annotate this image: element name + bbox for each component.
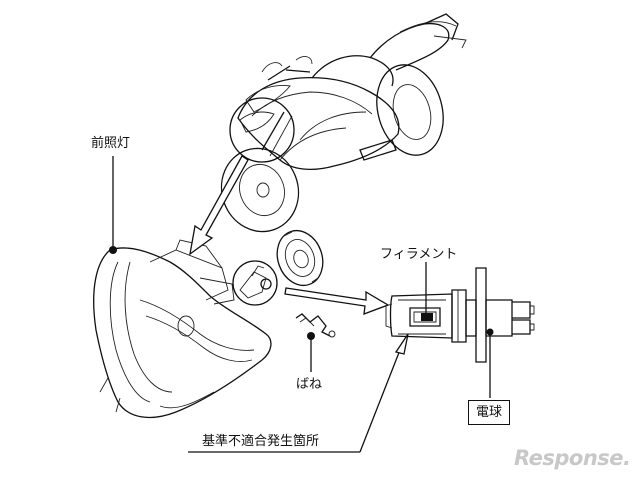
- spring-illustration: [295, 313, 336, 338]
- filament-leader-dot: [423, 313, 429, 319]
- headlight-assembly-illustration: [93, 239, 272, 419]
- nonconformity-label: 基準不適合発生箇所: [202, 434, 320, 449]
- bulb-socket-illustration: [232, 229, 324, 306]
- arrow-circle-to-headlight: [189, 155, 249, 256]
- arrow-bulb-to-detail: [284, 287, 390, 315]
- filament-label: フィラメント: [380, 247, 458, 262]
- bulb-label: 電球: [468, 400, 511, 425]
- spring-label: ばね: [296, 377, 323, 392]
- motorcycle-illustration: [220, 13, 467, 233]
- bulb-detail-illustration: [385, 267, 535, 363]
- response-watermark-logo: Response.: [514, 446, 631, 470]
- headlight-label: 前照灯: [91, 136, 131, 151]
- headlight-highlight-circle: [229, 97, 295, 163]
- nonconformity-arrow: [188, 333, 409, 453]
